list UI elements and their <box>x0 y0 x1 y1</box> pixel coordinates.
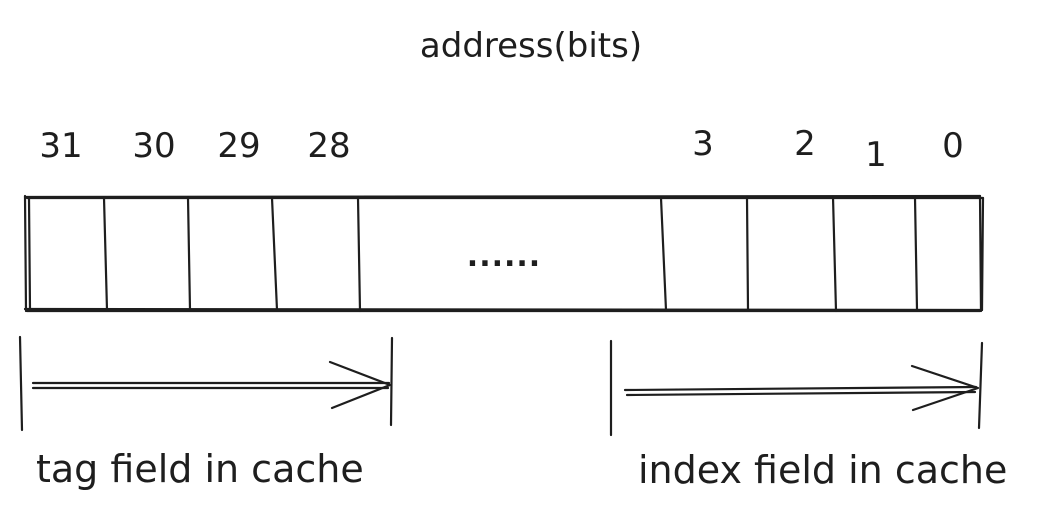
bit-label-29: 29 <box>217 126 260 166</box>
bit-label-1: 1 <box>865 135 887 175</box>
bit-label-31: 31 <box>39 126 82 166</box>
bit-label-28: 28 <box>307 126 350 166</box>
bit-label-2: 2 <box>794 124 816 164</box>
index-field-label: index field in cache <box>638 448 1007 492</box>
index-field-arrow <box>609 339 984 437</box>
diagram-title: address(bits) <box>420 26 642 66</box>
ellipsis: ...... <box>467 239 541 274</box>
bit-label-3: 3 <box>692 124 714 164</box>
tag-field-label: tag field in cache <box>36 447 364 491</box>
bit-cell-dividers <box>102 195 919 313</box>
tag-field-arrow <box>18 335 394 432</box>
bit-label-30: 30 <box>132 126 175 166</box>
register-box <box>23 194 985 313</box>
bit-label-0: 0 <box>942 126 964 166</box>
